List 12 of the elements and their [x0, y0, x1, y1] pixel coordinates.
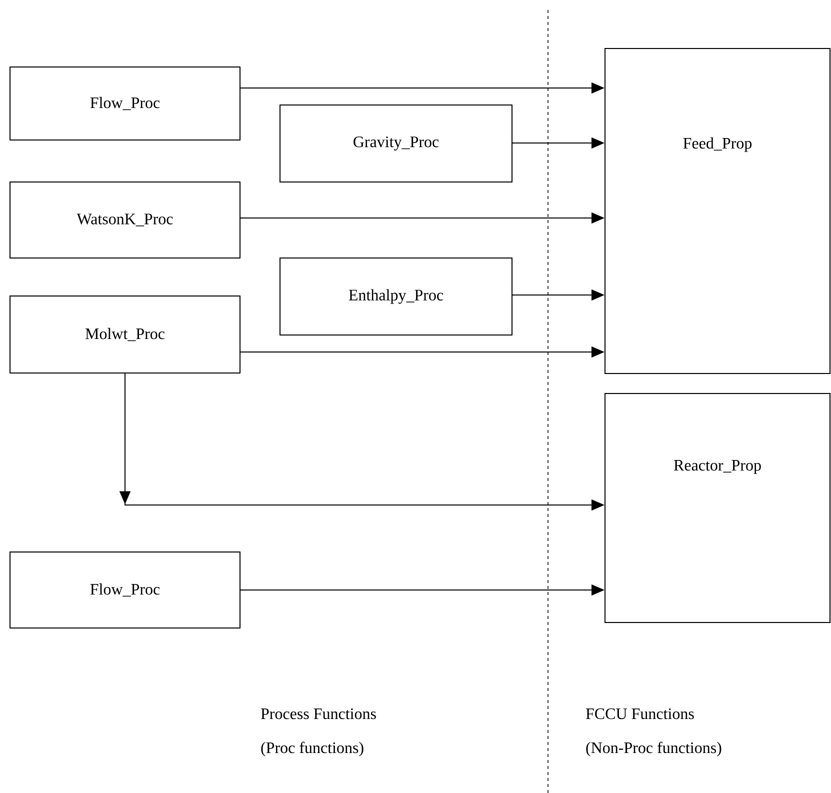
process-box: Flow_Proc: [10, 552, 240, 628]
process-box: WatsonK_Proc: [10, 182, 240, 258]
caption-text: (Proc functions): [261, 742, 364, 756]
function-box: Reactor_Prop: [604, 393, 830, 623]
caption-text: (Non-Proc functions): [586, 742, 722, 756]
caption-text: Process Functions: [260, 708, 376, 720]
process-box: Flow_Proc: [10, 66, 240, 140]
process-box: Enthalpy_Proc: [280, 258, 512, 336]
process-box: Gravity_Proc: [280, 104, 512, 182]
process-box: Molwt_Proc: [10, 296, 240, 374]
caption-text: FCCU Functions: [586, 708, 694, 720]
function-box: Feed_Prop: [604, 48, 830, 374]
